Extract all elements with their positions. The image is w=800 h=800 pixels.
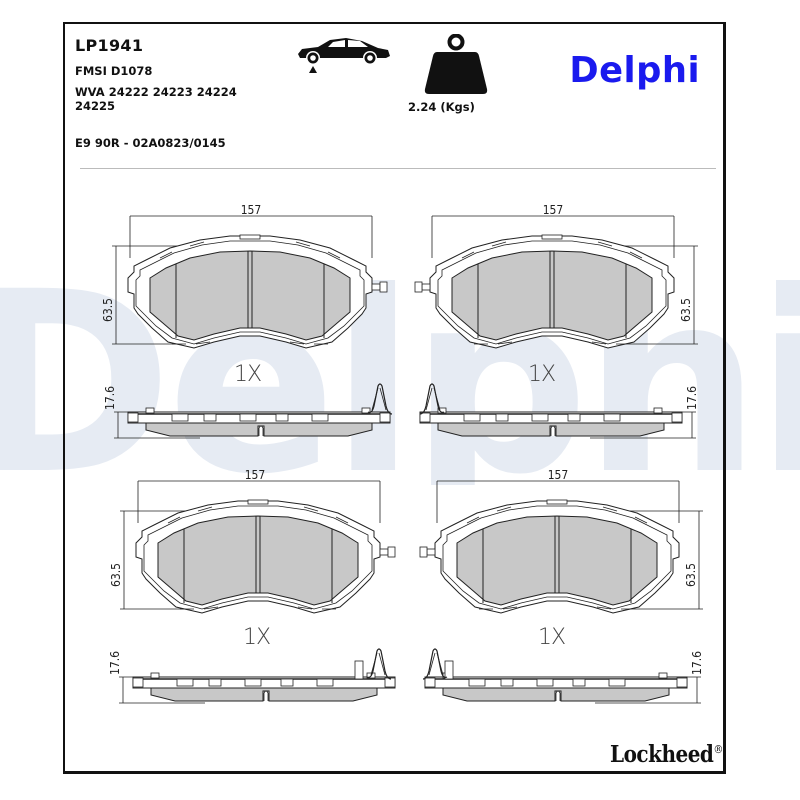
- quantity-label-top-right: 1X: [528, 362, 556, 387]
- header-divider: [80, 168, 716, 169]
- pad-side-view-bottom-right: 17.6: [422, 648, 704, 704]
- wva-codes: WVA 24222 24223 24224 24225: [75, 85, 237, 113]
- fmsi-code: FMSI D1078: [75, 64, 153, 78]
- quantity-label-bottom-left: 1X: [243, 625, 271, 650]
- svg-text:63.5: 63.5: [679, 298, 693, 322]
- quantity-label-top-left: 1X: [234, 362, 262, 387]
- delphi-logo: Delphi: [569, 50, 701, 91]
- weight-label: 2.24 (Kgs): [408, 100, 475, 114]
- car-front-axle-icon: [298, 38, 390, 73]
- weight-icon: [424, 34, 488, 94]
- svg-text:157: 157: [241, 203, 262, 217]
- pad-front-view-top-right: 157 63.5: [414, 203, 698, 349]
- pad-side-view-top-left: 17.6: [103, 383, 393, 439]
- svg-text:157: 157: [543, 203, 564, 217]
- lockheed-brand: Lockheed®: [610, 740, 723, 768]
- part-number: LP1941: [75, 36, 144, 55]
- pad-front-view-bottom-right: 157 63.5: [419, 468, 703, 614]
- svg-text:157: 157: [548, 468, 569, 482]
- pad-front-view-top-left: 157 63.5: [101, 203, 388, 349]
- svg-text:17.6: 17.6: [103, 386, 117, 410]
- svg-text:63.5: 63.5: [110, 563, 123, 587]
- svg-text:17.6: 17.6: [108, 651, 122, 675]
- pad-side-view-bottom-left: 17.6: [108, 648, 396, 704]
- svg-text:63.5: 63.5: [684, 563, 698, 587]
- pad-side-view-top-right: 17.6: [419, 383, 699, 439]
- svg-text:17.6: 17.6: [690, 651, 704, 675]
- quantity-label-bottom-right: 1X: [538, 625, 566, 650]
- svg-text:17.6: 17.6: [685, 386, 699, 410]
- pad-front-view-bottom-left: 157 63.5: [110, 468, 396, 614]
- wear-clip-icon: [367, 383, 393, 415]
- ece-approval: E9 90R - 02A0823/0145: [75, 136, 226, 150]
- svg-text:63.5: 63.5: [101, 298, 115, 322]
- document-frame: [63, 22, 726, 774]
- svg-text:157: 157: [245, 468, 266, 482]
